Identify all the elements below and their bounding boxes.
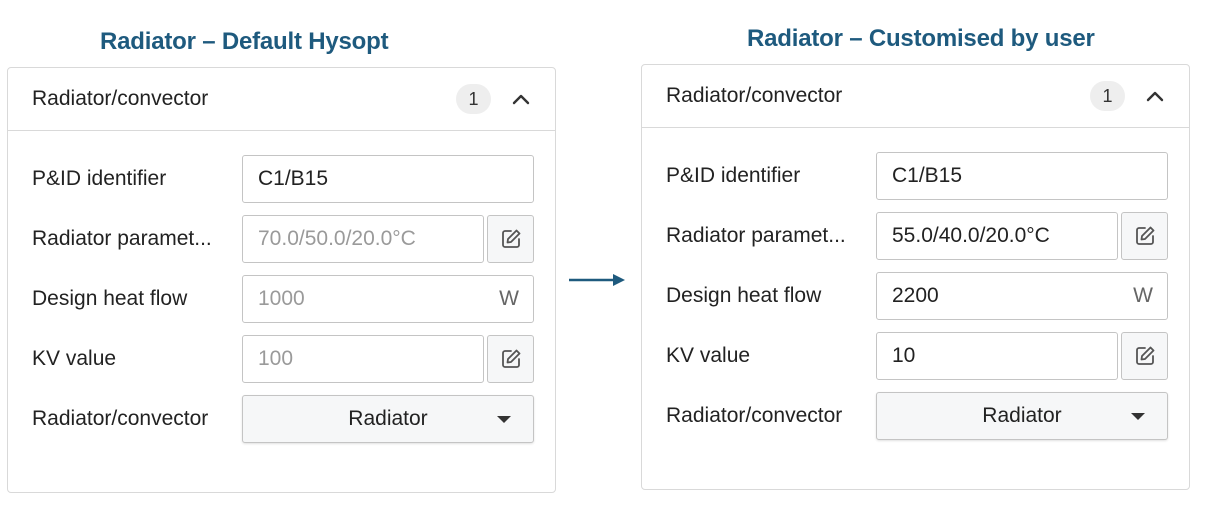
edit-radiator-parameters-button[interactable] (1121, 212, 1168, 260)
chevron-up-icon (512, 94, 530, 105)
row-radiator-parameters: Radiator paramet... 55.0/40.0/20.0°C (666, 212, 1168, 260)
caret-down-icon (1131, 413, 1145, 420)
selected-value: Radiator (982, 404, 1062, 427)
pid-identifier-label: P&ID identifier (32, 167, 167, 190)
pid-identifier-input[interactable]: C1/B15 (876, 152, 1168, 200)
radiator-convector-label: Radiator/convector (32, 407, 209, 430)
count-badge: 1 (456, 84, 491, 114)
radiator-parameters-label: Radiator paramet... (32, 227, 212, 250)
collapse-button[interactable] (506, 84, 536, 114)
design-heat-flow-input: 1000 W (242, 275, 534, 323)
design-heat-flow-value: 1000 (258, 287, 305, 310)
radiator-parameters-input[interactable]: 55.0/40.0/20.0°C (876, 212, 1118, 260)
right-heading: Radiator – Customised by user (747, 25, 1095, 52)
row-radiator-convector: Radiator/convector Radiator (32, 395, 534, 443)
left-radiator-panel: Radiator/convector 1 P&ID identifier C1/… (7, 67, 556, 493)
chevron-up-icon (1146, 91, 1164, 102)
radiator-convector-select[interactable]: Radiator (876, 392, 1168, 440)
edit-icon (1135, 226, 1154, 245)
kv-value-label: KV value (666, 344, 751, 367)
edit-kv-value-button[interactable] (1121, 332, 1168, 380)
edit-kv-value-button[interactable] (487, 335, 534, 383)
count-badge: 1 (1090, 81, 1125, 111)
edit-icon (501, 349, 520, 368)
radiator-parameters-input: 70.0/50.0/20.0°C (242, 215, 484, 263)
pid-identifier-label: P&ID identifier (666, 164, 801, 187)
design-heat-flow-label: Design heat flow (32, 287, 188, 310)
row-pid-identifier: P&ID identifier C1/B15 (32, 155, 534, 203)
pid-identifier-input[interactable]: C1/B15 (242, 155, 534, 203)
arrow-right-icon (569, 274, 625, 286)
design-heat-flow-value: 2200 (892, 284, 939, 307)
unit-label: W (1133, 284, 1153, 307)
edit-icon (1135, 346, 1154, 365)
left-panel-header[interactable]: Radiator/convector 1 (8, 68, 555, 131)
selected-value: Radiator (348, 407, 428, 430)
row-radiator-convector: Radiator/convector Radiator (666, 392, 1168, 440)
collapse-button[interactable] (1140, 81, 1170, 111)
panel-title: Radiator/convector (32, 87, 209, 110)
edit-radiator-parameters-button[interactable] (487, 215, 534, 263)
left-heading: Radiator – Default Hysopt (100, 28, 389, 55)
design-heat-flow-input[interactable]: 2200 W (876, 272, 1168, 320)
row-kv-value: KV value 10 (666, 332, 1168, 380)
kv-value-input: 100 (242, 335, 484, 383)
row-design-heat-flow: Design heat flow 2200 W (666, 272, 1168, 320)
radiator-convector-select[interactable]: Radiator (242, 395, 534, 443)
radiator-convector-label: Radiator/convector (666, 404, 843, 427)
row-design-heat-flow: Design heat flow 1000 W (32, 275, 534, 323)
edit-icon (501, 229, 520, 248)
panel-title: Radiator/convector (666, 84, 843, 107)
unit-label: W (499, 287, 519, 310)
right-radiator-panel: Radiator/convector 1 P&ID identifier C1/… (641, 64, 1190, 490)
right-panel-header[interactable]: Radiator/convector 1 (642, 65, 1189, 128)
row-pid-identifier: P&ID identifier C1/B15 (666, 152, 1168, 200)
kv-value-label: KV value (32, 347, 117, 370)
radiator-parameters-label: Radiator paramet... (666, 224, 846, 247)
kv-value-input[interactable]: 10 (876, 332, 1118, 380)
design-heat-flow-label: Design heat flow (666, 284, 822, 307)
row-radiator-parameters: Radiator paramet... 70.0/50.0/20.0°C (32, 215, 534, 263)
row-kv-value: KV value 100 (32, 335, 534, 383)
caret-down-icon (497, 416, 511, 423)
